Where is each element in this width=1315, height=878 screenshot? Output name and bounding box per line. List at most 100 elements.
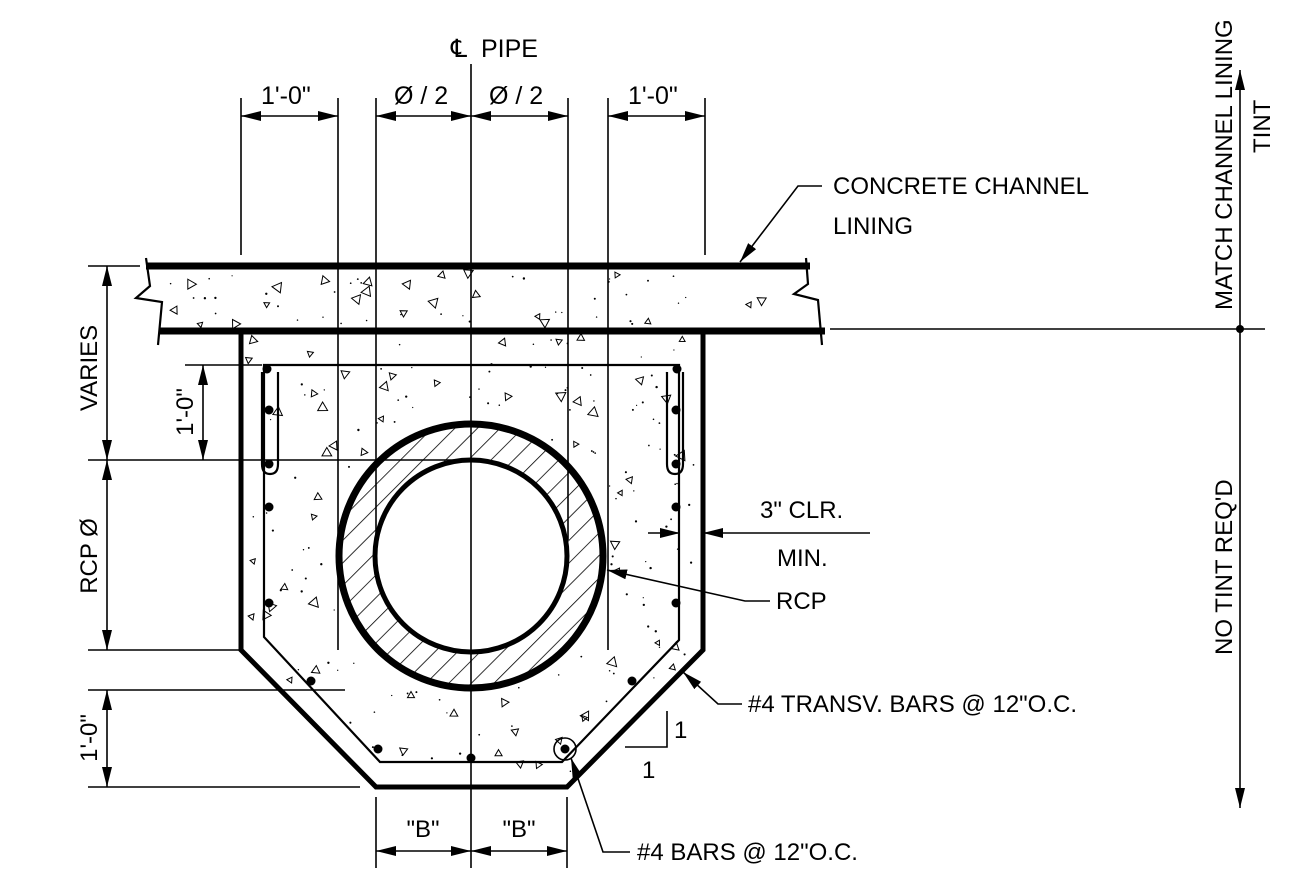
stipple-dot [203, 297, 207, 300]
stipple-dot [631, 408, 634, 411]
stipple-aggregate [388, 372, 398, 381]
stipple-dot [569, 409, 571, 411]
stipple-aggregate [535, 760, 544, 770]
stipple-dot [322, 316, 324, 318]
stipple-dot [556, 392, 559, 395]
right-hook-bar [665, 372, 685, 476]
stipple-dot [214, 312, 217, 315]
stipple-dot [373, 711, 376, 713]
stipple-aggregate [586, 405, 599, 418]
stipple-aggregate [581, 714, 589, 723]
stipple-aggregate [310, 388, 319, 398]
left-break-line [133, 257, 164, 346]
stipple-dot [683, 653, 686, 656]
stipple-dot [654, 630, 657, 633]
transverse-bars-label: #4 TRANSV. BARS @ 12"O.C. [748, 691, 1077, 718]
slope-indicator: 1 1 [625, 711, 687, 784]
no-tint-label: NO TINT REQ'D [1211, 479, 1238, 655]
stipple-dot [393, 420, 396, 423]
stipple-dot [655, 385, 658, 389]
stipple-dot [610, 563, 613, 566]
dim-half-right-label: Ø / 2 [489, 82, 543, 110]
stipple-aggregate [514, 760, 525, 770]
stipple-aggregate [271, 405, 284, 417]
stipple-dot [612, 672, 615, 675]
stipple-dot [624, 471, 627, 474]
dim-bottom-height-label: 1'-0" [76, 714, 103, 762]
stipple-dot [478, 388, 480, 390]
stipple-aggregate [579, 710, 590, 722]
stipple-aggregate [554, 736, 563, 746]
stipple-aggregate [625, 476, 634, 485]
stipple-aggregate [321, 446, 333, 457]
stipple-dot [405, 395, 408, 398]
stipple-dot [307, 546, 310, 549]
stipple-dot [349, 282, 352, 285]
clear-cover-label-1: 3" CLR. [760, 497, 843, 524]
stipple-dot [561, 311, 563, 314]
stipple-aggregate [616, 489, 623, 497]
stipple-aggregate [262, 609, 273, 621]
stipple-aggregate [310, 513, 318, 521]
stipple-dot [592, 451, 595, 453]
stipple-aggregate [576, 332, 586, 341]
stipple-dot [391, 694, 393, 697]
channel-lining-callout: CONCRETE CHANNEL LINING [739, 173, 1089, 263]
stipple-dot [300, 590, 303, 593]
stipple-dot [645, 560, 647, 563]
stipple-dot [277, 305, 279, 308]
stipple-aggregate [605, 655, 618, 668]
stipple-dot [647, 625, 650, 628]
stipple-dot [652, 418, 655, 421]
stipple-aggregate [285, 676, 293, 684]
stipple-aggregate [398, 747, 409, 757]
stipple-dot [648, 444, 650, 447]
stipple-aggregate [449, 708, 459, 717]
stipple-dot [670, 518, 672, 521]
stipple-aggregate [660, 394, 672, 405]
dim-half-left-label: Ø / 2 [394, 82, 448, 110]
stipple-dot [581, 366, 584, 370]
match-tint-label-1: MATCH CHANNEL LINING [1211, 19, 1238, 310]
stipple-dot [340, 322, 342, 325]
stipple-dot [647, 279, 649, 282]
stipple-dot [593, 400, 595, 402]
stipple-aggregate [533, 312, 541, 321]
stipple-dot [430, 757, 434, 760]
stipple-dot [333, 609, 335, 611]
stipple-dot [672, 275, 675, 278]
stipple-dot [642, 597, 644, 599]
centerline-symbol: ℄ [450, 35, 467, 63]
slope-run-label: 1 [642, 757, 655, 784]
stipple-dot [440, 313, 442, 315]
stipple-aggregate [674, 449, 686, 462]
dim-hook-label: 1'-0" [172, 388, 199, 436]
stipple-dot [658, 646, 661, 648]
stipple-dot [518, 686, 520, 689]
stipple-aggregate [169, 305, 178, 315]
stipple-dot [380, 367, 383, 370]
top-dimensions: ℄ PIPE 1'-0" Ø / 2 Ø / 2 1'-0" [241, 35, 705, 121]
stipple-aggregate [501, 697, 510, 708]
stipple-dot [488, 370, 491, 373]
stipple-dot [640, 356, 642, 358]
stipple-dot [397, 399, 400, 401]
stipple-dot [462, 315, 464, 317]
stipple-aggregate [247, 613, 255, 621]
stipple-dot [594, 452, 597, 454]
stipple-dot [673, 453, 676, 456]
stipple-dot [490, 363, 493, 366]
stipple-aggregate [634, 376, 645, 386]
concrete-stipple [169, 269, 768, 772]
stipple-aggregate [350, 294, 362, 306]
stipple-dot [297, 668, 300, 671]
stipple-dot [590, 450, 593, 452]
stipple-dot [676, 482, 678, 485]
stipple-dot [411, 366, 413, 369]
stipple-dot [608, 485, 611, 487]
stipple-dot [304, 577, 307, 580]
stipple-aggregate [306, 350, 315, 359]
stipple-aggregate [471, 289, 482, 299]
stipple-dot [252, 515, 255, 518]
